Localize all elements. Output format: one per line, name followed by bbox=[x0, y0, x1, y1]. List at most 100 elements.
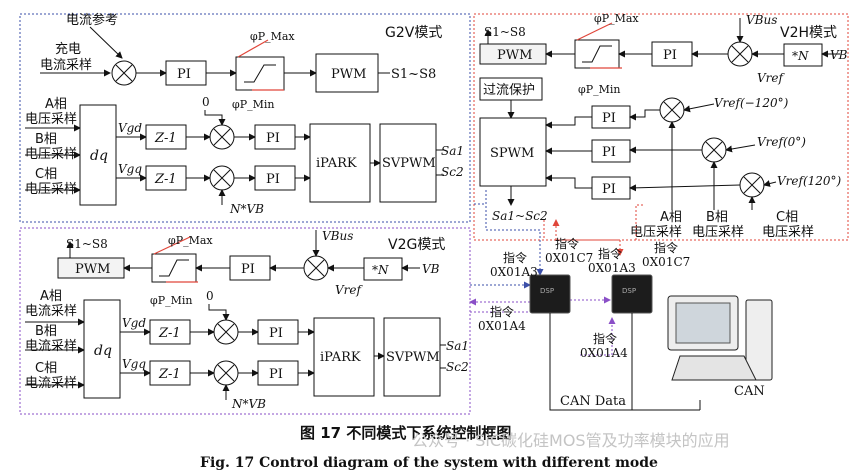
v2h-b-phase-2: 电压采样 bbox=[692, 225, 744, 240]
g2v-zinv-2-label: Z-1 bbox=[154, 172, 177, 187]
g2v-sa1: Sa1 bbox=[441, 144, 464, 158]
computer-icon bbox=[667, 295, 773, 381]
v2g-phi-max: φP_Max bbox=[168, 234, 213, 247]
v2g-nvb: N*VB bbox=[231, 397, 266, 411]
v2h-pwm-label: PWM bbox=[497, 48, 532, 63]
g2v-zinv-2 bbox=[145, 165, 187, 191]
dsp-chip-2-mark: DSP bbox=[622, 287, 636, 295]
g2v-charge-label: 充电 bbox=[55, 41, 81, 57]
v2g-pi-3-label: PI bbox=[269, 367, 283, 382]
v2h-vref: Vref bbox=[757, 71, 786, 85]
g2v-a-phase: A相 bbox=[45, 97, 67, 112]
v2h-b-phase: B相 bbox=[706, 210, 728, 225]
v2g-pi-3 bbox=[257, 360, 299, 386]
g2v-pi-3-label: PI bbox=[266, 172, 280, 187]
v2h-panel: V2H模式 S1~S8 PWM φP_Max φP_Min PI VBus Vr… bbox=[473, 12, 849, 241]
v2h-pi-main-label: PI bbox=[663, 48, 677, 63]
v2g-gain-label: *N bbox=[372, 263, 389, 277]
g2v-zero: 0 bbox=[202, 95, 210, 109]
v2g-zero: 0 bbox=[206, 289, 214, 303]
cmd-3: 指令 bbox=[598, 246, 622, 261]
cmd-5-code: 0X01A4 bbox=[478, 319, 526, 333]
v2h-pi-c-label: PI bbox=[602, 182, 616, 197]
g2v-phi-max: φP_Max bbox=[250, 30, 295, 43]
v2g-ipark-label: iPARK bbox=[320, 350, 361, 365]
g2v-pi-1 bbox=[165, 60, 207, 86]
v2g-panel: V2G模式 S1~S8 PWM φP_Max φP_Min PI VBus Vr… bbox=[19, 227, 471, 415]
g2v-vgq: Vgq bbox=[118, 162, 142, 176]
g2v-panel: G2V模式 电流参考 充电 电流采样 PI φP_Max φP_Min PWM … bbox=[19, 12, 471, 223]
g2v-title: G2V模式 bbox=[385, 25, 442, 41]
cmd-5: 指令 bbox=[490, 304, 514, 319]
dsp-chip-1-mark: DSP bbox=[540, 287, 554, 295]
v2h-limiter bbox=[574, 39, 620, 69]
g2v-nvb: N*VB bbox=[229, 202, 264, 216]
v2g-zinv-1 bbox=[149, 319, 191, 345]
v2g-b-phase-2: 电流采样 bbox=[25, 339, 77, 354]
g2v-pwm bbox=[315, 53, 379, 93]
g2v-zinv-1 bbox=[145, 124, 187, 150]
v2g-zinv-2 bbox=[149, 360, 191, 386]
v2g-vref: Vref bbox=[335, 283, 364, 297]
v2g-border bbox=[19, 227, 471, 415]
caption-cn: 图 17 不同模式下系统控制框图 bbox=[300, 424, 511, 442]
v2g-vb: VB bbox=[422, 262, 440, 276]
g2v-pi-1-label: PI bbox=[177, 67, 191, 82]
g2v-pi-2 bbox=[254, 124, 296, 150]
v2g-svpwm bbox=[383, 317, 441, 397]
g2v-zinv-1-label: Z-1 bbox=[154, 131, 177, 146]
cmd-1-code: 0X01A3 bbox=[490, 265, 538, 279]
can-label: CAN bbox=[734, 384, 765, 399]
g2v-c-phase: C相 bbox=[35, 167, 57, 182]
v2g-ipark bbox=[313, 317, 375, 397]
v2h-a-phase-2: 电压采样 bbox=[630, 225, 682, 240]
v2g-zinv-1-label: Z-1 bbox=[158, 326, 181, 341]
v2h-vb: VB bbox=[830, 48, 848, 62]
g2v-svpwm-label: SVPWM bbox=[382, 156, 436, 171]
comm-section: DSP DSP CAN Data CAN 指令 0X01A3 指令 0X01C7… bbox=[469, 190, 773, 411]
cmd-6-code: 0X01A4 bbox=[580, 346, 628, 360]
v2h-vref-c: Vref(120°) bbox=[777, 174, 842, 188]
v2h-pi-b-label: PI bbox=[602, 145, 616, 160]
v2h-spwm-label: SPWM bbox=[490, 146, 534, 161]
cmd-4: 指令 bbox=[654, 240, 678, 255]
g2v-ipark bbox=[309, 123, 371, 203]
cmd-4-code: 0X01C7 bbox=[642, 255, 690, 269]
v2h-pi-a-label: PI bbox=[602, 111, 616, 126]
v2g-dq bbox=[83, 299, 121, 399]
g2v-limiter bbox=[235, 56, 285, 91]
g2v-charge-label-2: 电流采样 bbox=[40, 58, 92, 73]
v2g-sa1: Sa1 bbox=[446, 339, 469, 353]
g2v-dq bbox=[79, 104, 117, 206]
watermark: 公众号 · SiC碳化硅MOS管及功率模块的应用 bbox=[412, 431, 730, 450]
v2h-vbus: VBus bbox=[746, 13, 777, 27]
v2g-dq-label: dq bbox=[94, 343, 112, 359]
cmd-1: 指令 bbox=[503, 250, 527, 265]
v2h-vref-a: Vref(−120°) bbox=[714, 96, 789, 110]
v2h-vref-b: Vref(0°) bbox=[757, 135, 806, 149]
cmd-3-code: 0X01A3 bbox=[588, 261, 636, 275]
v2h-pi-main bbox=[651, 41, 693, 67]
g2v-dq-label: dq bbox=[90, 148, 108, 164]
v2g-b-phase: B相 bbox=[35, 324, 57, 339]
v2h-s-range: S1~S8 bbox=[484, 25, 526, 39]
v2g-a-phase-2: 电流采样 bbox=[25, 304, 77, 319]
v2g-vbus: VBus bbox=[322, 229, 353, 243]
g2v-sc2: Sc2 bbox=[441, 165, 464, 179]
v2g-phi-min: φP_Min bbox=[150, 294, 192, 307]
v2g-pi-2-label: PI bbox=[269, 326, 283, 341]
v2g-a-phase: A相 bbox=[40, 289, 62, 304]
v2g-pi-2 bbox=[257, 319, 299, 345]
v2h-spwm bbox=[479, 117, 547, 187]
caption-en: Fig. 17 Control diagram of the system wi… bbox=[200, 455, 658, 471]
g2v-a-phase-2: 电压采样 bbox=[25, 112, 77, 127]
cmd-2-code: 0X01C7 bbox=[545, 251, 593, 265]
cmd-2: 指令 bbox=[555, 236, 579, 251]
g2v-ipark-label: iPARK bbox=[316, 156, 357, 171]
can-data-label: CAN Data bbox=[560, 394, 626, 409]
g2v-current-ref: 电流参考 bbox=[66, 12, 118, 28]
v2g-c-phase-2: 电流采样 bbox=[25, 376, 77, 391]
g2v-pwm-label: PWM bbox=[331, 67, 366, 82]
cmd-6: 指令 bbox=[593, 331, 617, 346]
